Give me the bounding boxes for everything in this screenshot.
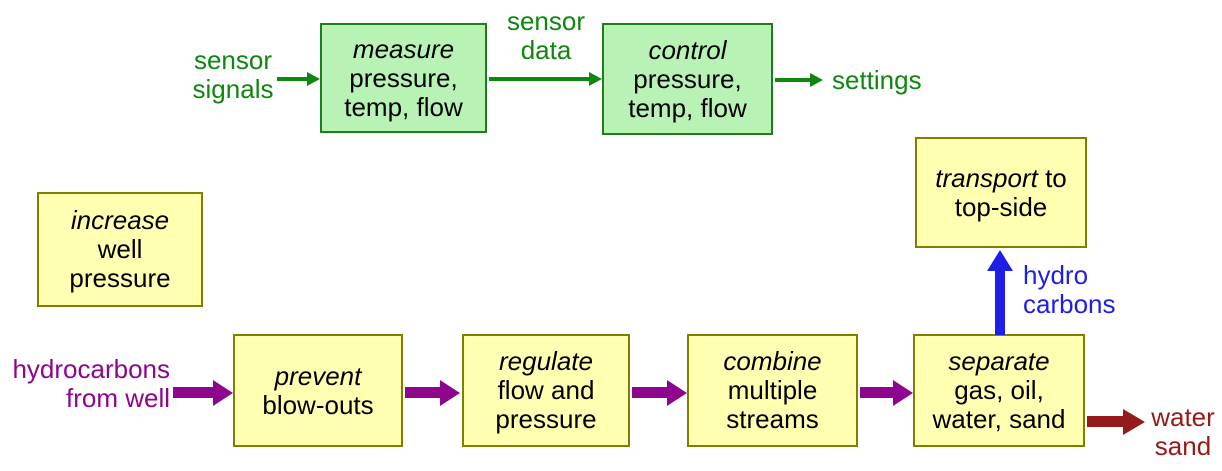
right-arrow-icon [277, 77, 307, 81]
prevent-box-verb: prevent [274, 360, 362, 391]
right-arrow-icon [173, 387, 213, 398]
right-arrow-icon [632, 387, 667, 398]
increase-box-detail: well pressure [69, 234, 171, 293]
settings-label: settings [832, 65, 922, 95]
transport-box-verb: transport [935, 162, 1038, 193]
right-arrow-icon [775, 78, 810, 82]
right-arrow-icon [1087, 416, 1123, 427]
sensor-data-label: sensor data [506, 6, 586, 65]
regulate-box: regulate flow and pressure [462, 334, 630, 447]
control-box: control pressure, temp, flow [602, 23, 773, 135]
measure-box-verb: measure [352, 33, 455, 64]
transport-box: transport to top-side [915, 137, 1087, 248]
hydrocarbons-label: hydro carbons [1023, 260, 1116, 319]
sensor-signals-label: sensor signals [192, 45, 274, 104]
increase-box: increase well pressure [37, 192, 203, 307]
right-arrow-icon [860, 387, 893, 398]
transport-box-detail: top-side [954, 191, 1048, 222]
right-arrow-icon [405, 387, 440, 398]
transport-box-verb-suffix: to [1037, 162, 1067, 193]
regulate-box-detail: flow and pressure [495, 375, 597, 434]
prevent-box-detail: blow-outs [262, 389, 374, 420]
separate-box: separate gas, oil, water, sand [913, 334, 1085, 447]
combine-box-verb: combine [723, 346, 822, 376]
separate-box-verb: separate [948, 346, 1050, 376]
combine-box: combine multiple streams [687, 334, 858, 447]
up-arrow-icon [995, 271, 1005, 335]
separate-box-detail: gas, oil, water, sand [932, 375, 1066, 434]
measure-box-detail: pressure, temp, flow [344, 62, 463, 122]
water-sand-label: water sand [1151, 402, 1215, 461]
right-arrow-icon [489, 77, 589, 81]
prevent-box: prevent blow-outs [233, 334, 403, 447]
transport-box-line1: transport to [917, 162, 1085, 193]
regulate-box-verb: regulate [499, 346, 593, 376]
increase-box-verb: increase [70, 205, 170, 235]
hydrocarbons-from-well-label: hydrocarbons from well [12, 354, 170, 413]
combine-box-detail: multiple streams [726, 375, 819, 434]
measure-box: measure pressure, temp, flow [320, 23, 487, 133]
control-box-verb: control [648, 34, 727, 65]
control-box-detail: pressure, temp, flow [628, 63, 747, 123]
